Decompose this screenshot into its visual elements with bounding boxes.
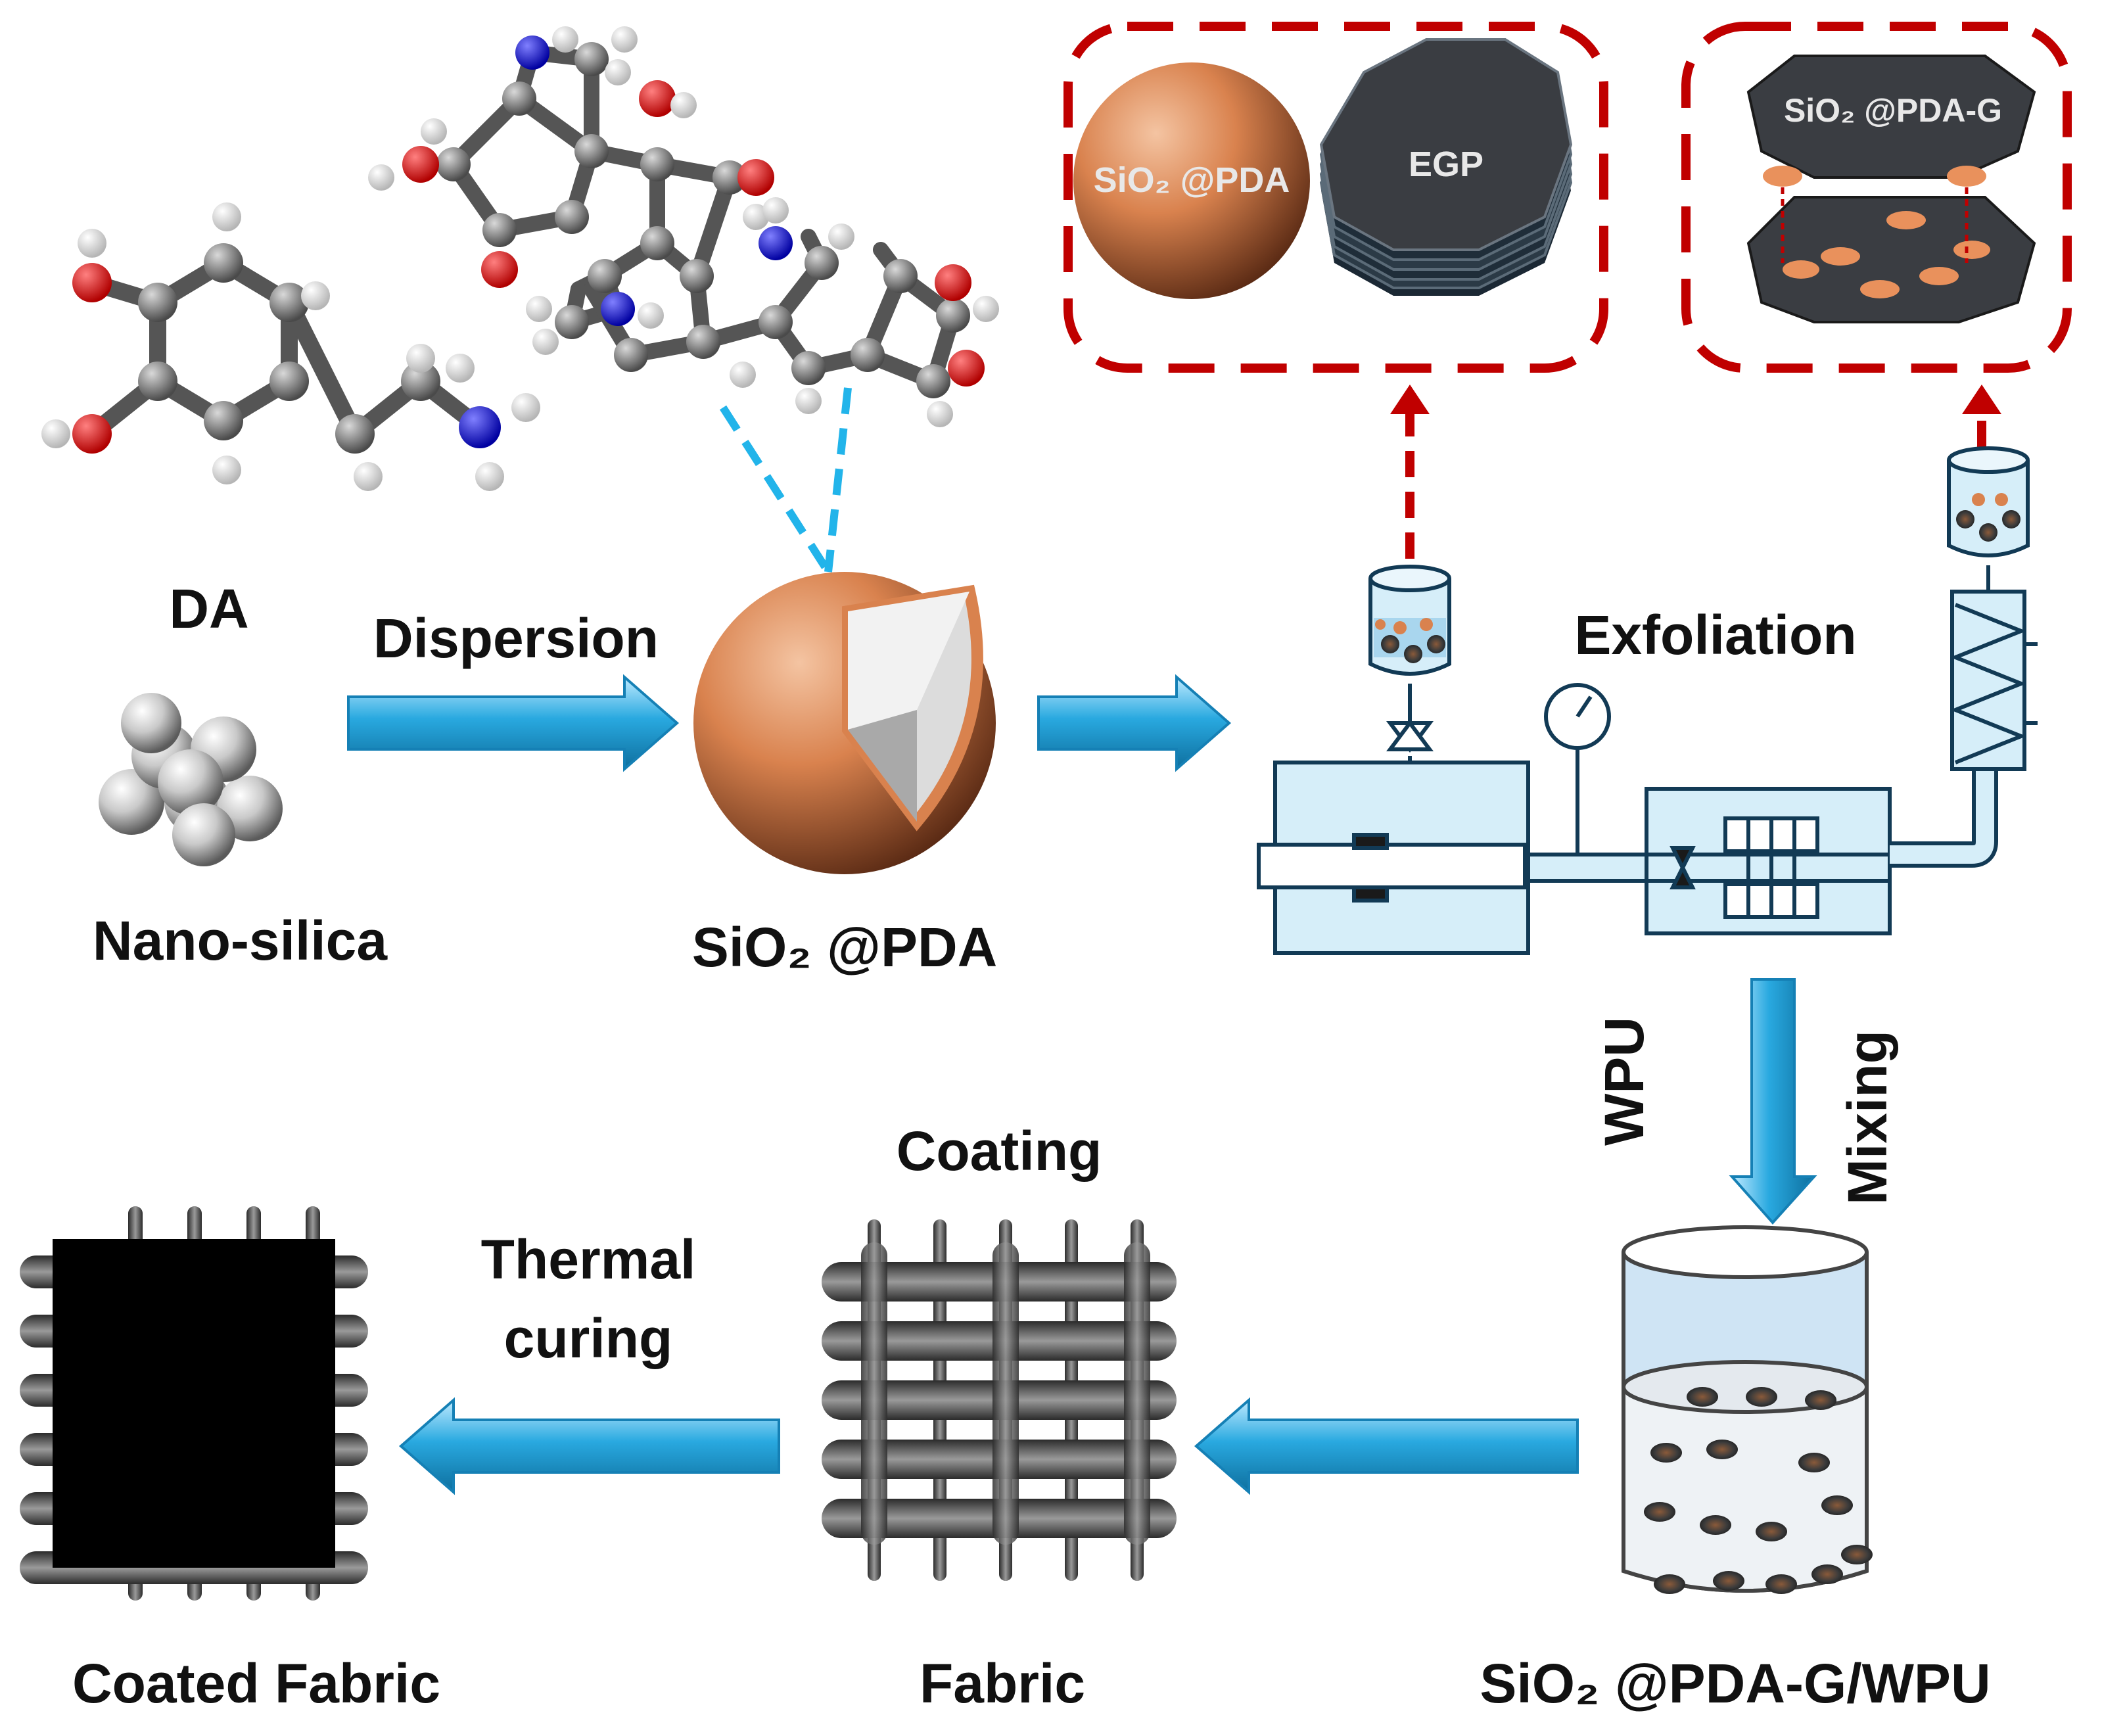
inset-sphere-label: SiO₂ @PDA (1094, 160, 1290, 200)
sio2-pda-sphere (693, 572, 996, 874)
sio2-pda-particles (1763, 166, 1990, 298)
sio2-pda-label: SiO₂ @PDA (692, 916, 998, 978)
egp-stack (1319, 38, 1573, 296)
exfoliation-label: Exfoliation (1574, 604, 1856, 666)
inset-copper-sphere (1073, 62, 1310, 299)
thermal-curing-arrow (398, 1397, 780, 1495)
nano-silica-cluster (99, 693, 283, 866)
inset-left-frame (1063, 22, 1608, 373)
to-exfoliation-arrow (1037, 674, 1232, 772)
mixing-arrow (1729, 978, 1817, 1225)
beaker-particles (1644, 1387, 1873, 1594)
red-dashed-arrows (1390, 385, 2001, 559)
thermal-label: Thermal (481, 1229, 696, 1290)
fabric-weave (822, 1219, 1177, 1581)
curing-label: curing (504, 1307, 673, 1369)
graphene-sheet-top (1746, 55, 2036, 179)
dispersion-label: Dispersion (373, 607, 659, 669)
egp-label: EGP (1409, 145, 1483, 184)
pda-oligomer-atoms (368, 26, 999, 427)
coated-fabric-label: Coated Fabric (72, 1653, 440, 1714)
da-label: DA (169, 578, 248, 640)
fabric-label: Fabric (920, 1653, 1085, 1714)
dopamine-atoms (41, 202, 540, 491)
nano-silica-label: Nano-silica (93, 910, 388, 972)
sio2-pda-g-wpu-label: SiO₂ @PDA-G/WPU (1480, 1653, 1990, 1714)
exfoliation-apparatus (1257, 446, 2038, 955)
wpu-label: WPU (1593, 1017, 1655, 1146)
coated-fabric (20, 1206, 368, 1601)
graphene-sheet-bottom (1746, 196, 2036, 323)
sheet-link-lines (1781, 187, 1969, 263)
mixing-beaker (1622, 1225, 1869, 1593)
dispersion-arrow (347, 674, 680, 772)
to-fabric-arrow (1194, 1397, 1579, 1495)
feed-particles (1375, 493, 2020, 663)
molecule-link-lines (719, 387, 852, 575)
coating-label: Coating (897, 1120, 1102, 1182)
mixing-label: Mixing (1836, 1030, 1898, 1205)
inset-sheet-label: SiO₂ @PDA-G (1784, 92, 2002, 129)
inset-right-frame (1681, 22, 2072, 373)
